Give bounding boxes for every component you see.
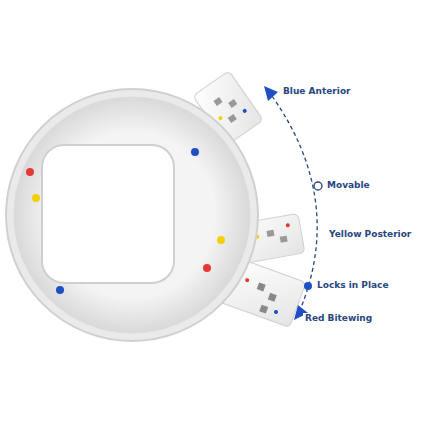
callout-label: Red Bitewing — [303, 313, 374, 325]
aiming-ring — [6, 89, 258, 341]
callout-label: Yellow Posterior — [327, 229, 413, 241]
callout-label: Locks in Place — [315, 280, 391, 292]
callout-label: Blue Anterior — [281, 86, 353, 98]
callout-label: Movable — [325, 180, 372, 192]
movement-arc — [264, 86, 322, 320]
